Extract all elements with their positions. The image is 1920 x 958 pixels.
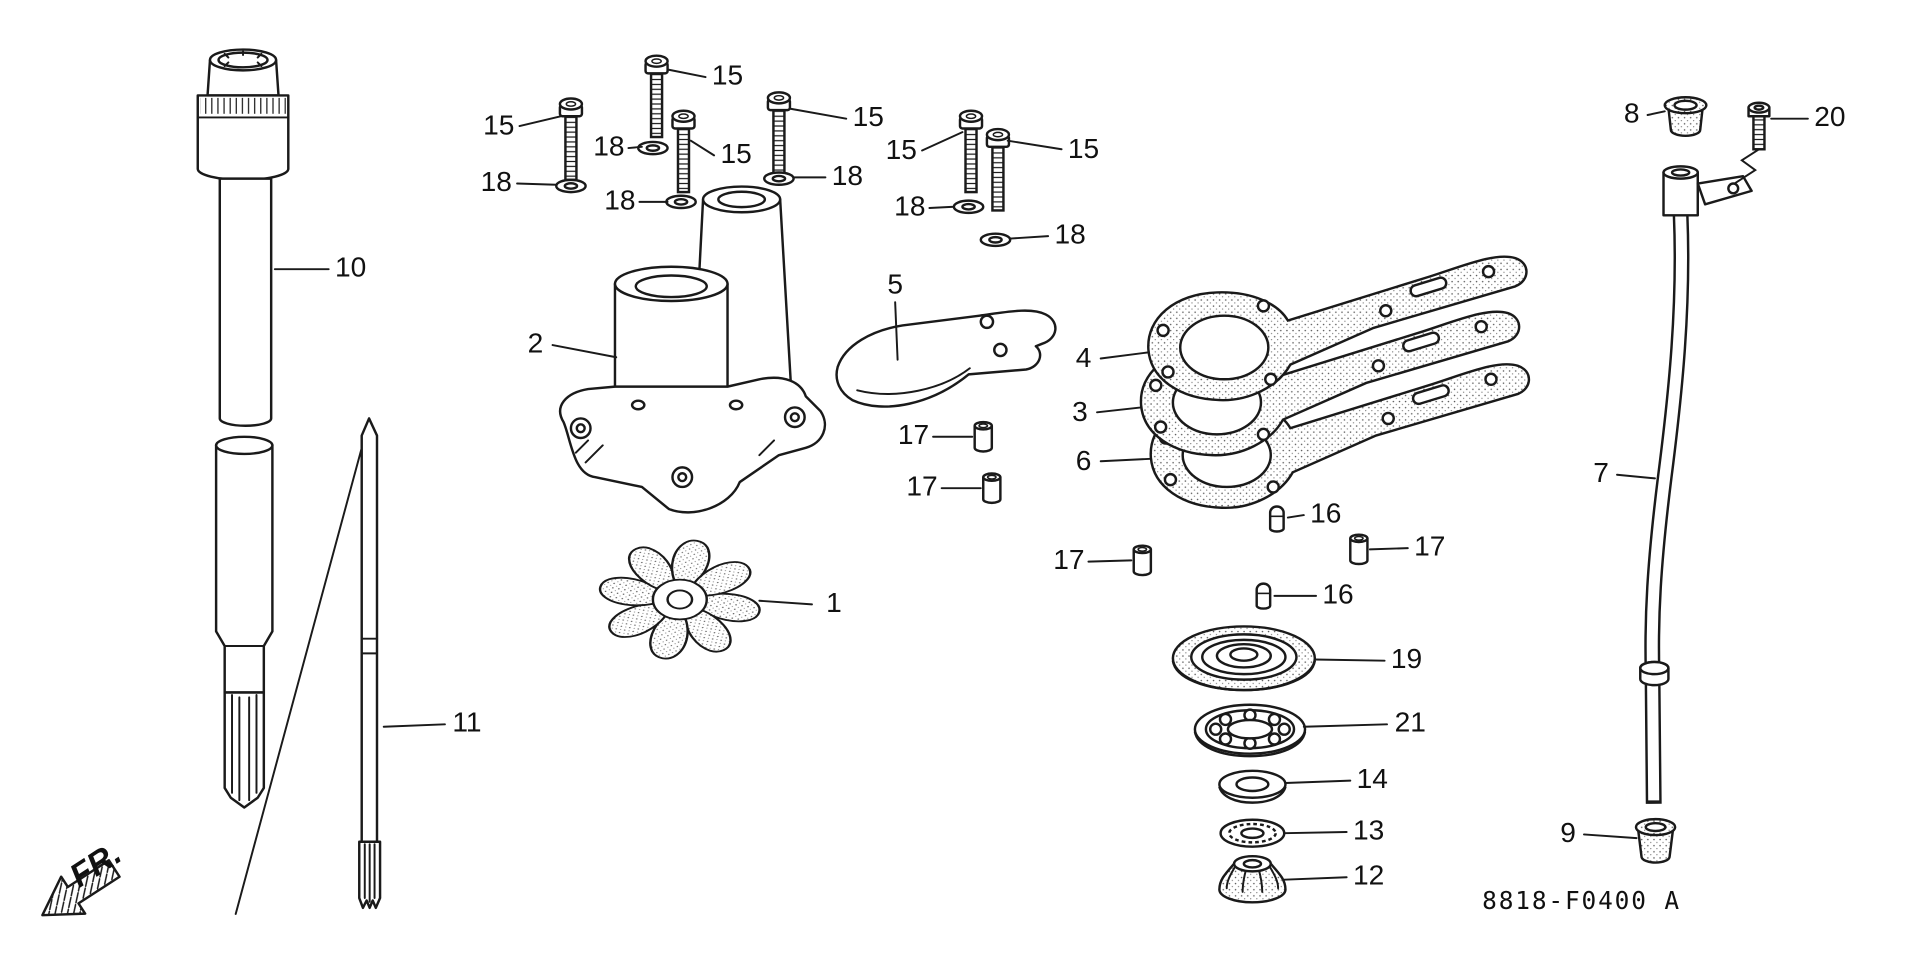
part-9-grommet	[1634, 817, 1677, 864]
part-8-bushing	[1663, 96, 1708, 137]
part-13-thrust-bearing	[1219, 818, 1286, 848]
part-21-ball-bearing	[1193, 703, 1307, 758]
part-2-pump-housing	[558, 185, 826, 514]
part-1-impeller	[595, 536, 765, 663]
leader-lines	[273, 68, 1809, 881]
part-label-16: 16	[1310, 498, 1341, 529]
part-19-seal-housing	[1171, 625, 1317, 692]
part-5-water-guide	[835, 309, 1057, 408]
part-12-pinion-gear	[1218, 854, 1287, 904]
part-label-3: 3	[1072, 396, 1088, 427]
part-label-12: 12	[1353, 860, 1384, 891]
part-label-4: 4	[1076, 342, 1092, 373]
part-20-bolt	[1747, 101, 1771, 151]
part-label-15: 15	[712, 60, 743, 91]
part-7-water-tube	[1639, 148, 1760, 804]
part-label-15: 15	[720, 138, 751, 169]
part-label-17: 17	[906, 471, 937, 502]
part-label-18: 18	[481, 166, 512, 197]
part-label-18: 18	[593, 130, 624, 161]
part-label-18: 18	[894, 190, 925, 221]
fr-arrow	[41, 859, 121, 917]
drawing-code: 8818-F0400 A	[1482, 886, 1681, 915]
part-10-drive-shaft	[196, 48, 290, 809]
part-label-16: 16	[1322, 578, 1353, 609]
part-14-washer	[1218, 769, 1287, 804]
part-label-15: 15	[853, 101, 884, 132]
part-labels: 15 15 15 15 15 15 18 18 18 18 18 18 10 1…	[335, 60, 1846, 891]
part-label-2: 2	[528, 327, 544, 358]
part-label-9: 9	[1560, 817, 1576, 848]
part-label-19: 19	[1391, 643, 1422, 674]
dowel-pins-16	[1255, 505, 1285, 610]
part-label-1: 1	[826, 587, 842, 618]
part-label-15: 15	[1068, 133, 1099, 164]
part-label-18: 18	[1054, 219, 1085, 250]
part-label-13: 13	[1353, 814, 1384, 845]
part-label-18: 18	[832, 160, 863, 191]
part-label-7: 7	[1593, 457, 1609, 488]
part-label-18: 18	[604, 184, 635, 215]
part-label-17: 17	[1053, 544, 1084, 575]
part-label-17: 17	[1414, 531, 1445, 562]
part-label-15: 15	[483, 110, 514, 141]
part-label-6: 6	[1076, 445, 1092, 476]
part-label-17: 17	[898, 419, 929, 450]
part-label-21: 21	[1395, 707, 1426, 738]
part-label-10: 10	[335, 252, 366, 283]
part-11-spline-shaft	[234, 417, 382, 915]
part-label-15: 15	[886, 134, 917, 165]
part-label-14: 14	[1357, 763, 1388, 794]
part-label-20: 20	[1814, 101, 1845, 132]
part-label-8: 8	[1624, 97, 1640, 128]
part-label-11: 11	[452, 707, 481, 738]
part-label-5: 5	[887, 269, 903, 300]
